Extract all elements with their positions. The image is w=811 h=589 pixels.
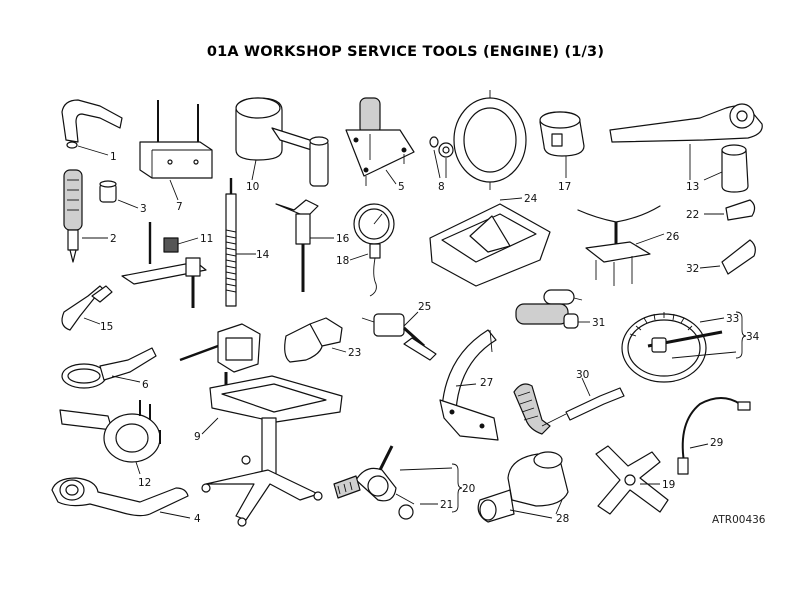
callout-10: 10: [246, 181, 259, 193]
callout-17: 17: [558, 181, 571, 193]
callout-33: 33: [726, 313, 739, 325]
callout-20: 20: [462, 483, 475, 495]
reference-code: ATR00436: [712, 514, 766, 526]
tool-9-stand: [179, 323, 343, 527]
tool-14-rod: [225, 178, 256, 307]
page-title: 01A WORKSHOP SERVICE TOOLS (ENGINE) (1/3…: [206, 44, 605, 60]
tool-22-cone: [704, 199, 756, 221]
callout-4: 4: [194, 513, 201, 525]
callout-11: 11: [200, 233, 213, 245]
callout-5: 5: [398, 181, 405, 193]
callout-7: 7: [176, 201, 183, 213]
tool-6-strap: [61, 347, 157, 389]
callout-24: 24: [524, 193, 538, 205]
tool-31-cylinders: [515, 289, 590, 329]
callout-25: 25: [418, 301, 431, 313]
tool-11-support: [121, 222, 207, 308]
callout-21: 21: [440, 499, 453, 511]
tool-23-socket: [284, 317, 347, 363]
callout-27: 27: [480, 377, 493, 389]
callout-13: 13: [686, 181, 699, 193]
tool-5-plate: [345, 97, 415, 186]
tool-10-drum: [235, 97, 329, 187]
tool-18-gauge: [349, 203, 395, 297]
tool-32-cone: [699, 239, 756, 275]
callout-32: 32: [686, 263, 699, 275]
tool-25-tbar: [361, 311, 437, 361]
tool-27-arc: [439, 329, 499, 441]
callout-18: 18: [336, 255, 349, 267]
tool-15-lwrench: [61, 285, 113, 331]
tool-26-puller: [577, 205, 665, 286]
callout-34: 34: [746, 331, 760, 343]
callout-2: 2: [110, 233, 117, 245]
tool-1-hook: [61, 99, 123, 156]
tool-12-ring: [59, 400, 161, 475]
tool-2-handle: [63, 169, 108, 263]
tool-29-cable: [677, 397, 751, 475]
tool-3-bushing: [99, 180, 139, 209]
tool-17-socket: [539, 111, 585, 178]
callout-28: 28: [556, 513, 569, 525]
callout-22: 22: [686, 209, 699, 221]
callout-14: 14: [256, 249, 270, 261]
callout-31: 31: [592, 317, 605, 329]
callout-6: 6: [142, 379, 149, 391]
tool-30-wrench: [513, 377, 625, 435]
callout-1: 1: [110, 151, 117, 163]
callout-9: 9: [194, 431, 201, 443]
callout-30: 30: [576, 369, 589, 381]
callout-3: 3: [140, 203, 147, 215]
tool-16-stem: [275, 199, 334, 292]
tool-8-ring: [429, 90, 527, 190]
tool-33-34-disc: [621, 311, 747, 383]
callout-19: 19: [662, 479, 675, 491]
tool-4-wrench: [51, 477, 191, 519]
callout-16: 16: [336, 233, 350, 245]
callout-29: 29: [710, 437, 723, 449]
tool-19-cross: [595, 445, 669, 515]
callout-15: 15: [100, 321, 113, 333]
callout-23: 23: [348, 347, 361, 359]
callout-12: 12: [138, 477, 151, 489]
tool-24-tray: [429, 197, 551, 287]
callout-26: 26: [666, 231, 680, 243]
tool-28-sleeves: [477, 451, 569, 523]
tool-20-21-assembly: [333, 445, 463, 520]
tool-7-plate: [139, 100, 213, 201]
callout-8: 8: [438, 181, 445, 193]
tool-13-bar: [609, 103, 763, 193]
